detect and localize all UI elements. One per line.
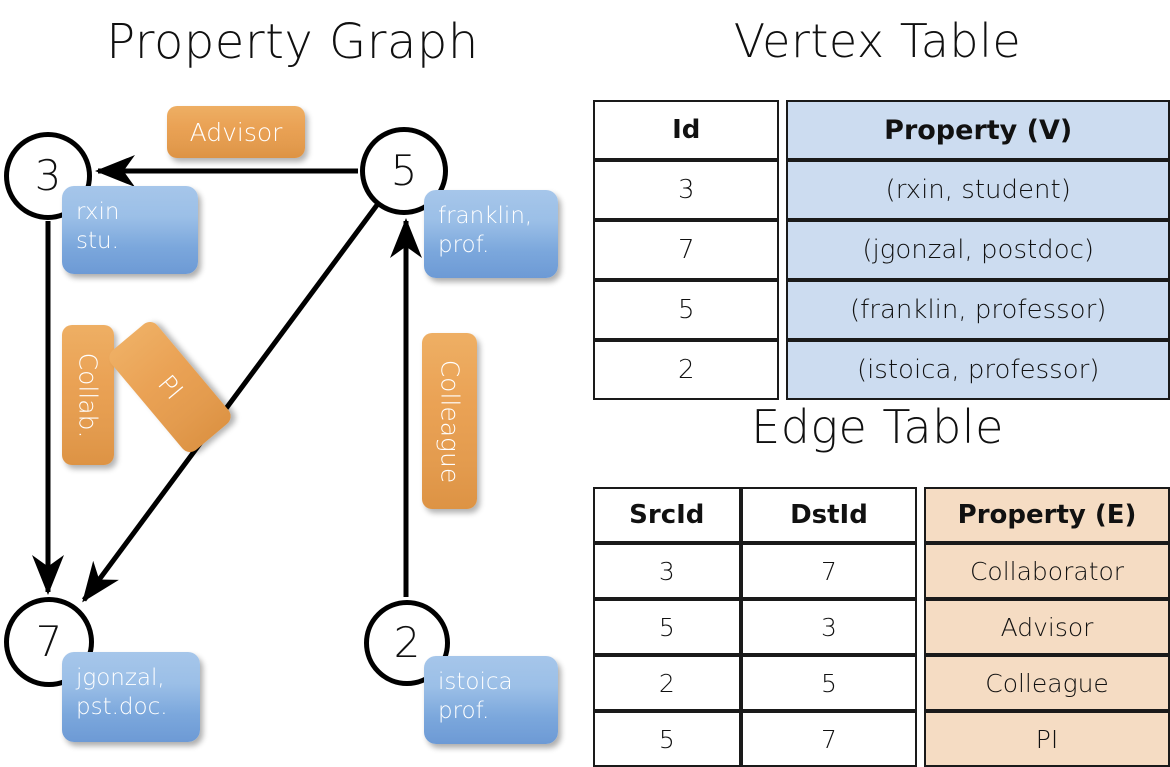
vertex-table-column-gap [779,100,787,160]
edge-label-advisor-text: Advisor [189,117,283,147]
vertex-table-header-id: Id [593,100,780,160]
graph-node-2[interactable]: 2 [364,600,450,686]
vertex-table-header-property: Property (V) [786,100,1170,160]
edge-table-column-gap [917,655,925,711]
edge-label-advisor: Advisor [167,106,305,158]
node-property-box-2: istoica prof. [424,656,558,744]
page-title-property-graph: Property Graph [106,14,479,70]
graph-node-5[interactable]: 5 [360,127,448,215]
edge-cell-property: PI [924,711,1170,767]
vertex-cell-id: 7 [593,220,780,280]
edge-cell-property: Advisor [924,599,1170,655]
edge-label-collab-text: Collab. [73,352,103,438]
vertex-table: Id Property (V) 3 (rxin, student) 7 (jgo… [593,100,1170,400]
edge-table-column-gap [917,543,925,599]
vertex-table-column-gap [779,280,787,340]
table-row[interactable]: 2 (istoica, professor) [593,340,1170,400]
table-row[interactable]: 5 3 Advisor [593,599,1170,655]
vertex-table-column-gap [779,220,787,280]
edge-label-colleague-text: Colleague [435,359,465,483]
vertex-cell-id: 5 [593,280,780,340]
edge-cell-srcid: 5 [593,711,741,767]
vertex-table-column-gap [779,340,787,400]
edge-label-pi-text: PI [151,369,189,405]
vertex-cell-property: (istoica, professor) [786,340,1170,400]
page-title-vertex-table: Vertex Table [733,14,1022,68]
vertex-cell-property: (franklin, professor) [786,280,1170,340]
vertex-cell-property: (jgonzal, postdoc) [786,220,1170,280]
edge-cell-srcid: 3 [593,543,741,599]
table-row[interactable]: 2 5 Colleague [593,655,1170,711]
edge-cell-dstid: 7 [740,543,918,599]
edge-cell-dstid: 5 [740,655,918,711]
edge-label-collab: Collab. [62,325,114,465]
edge-table-column-gap [917,599,925,655]
edge-table-header-row: SrcId DstId Property (E) [593,487,1170,543]
edge-table-column-gap [917,487,925,543]
edge-label-colleague: Colleague [422,333,477,509]
table-row[interactable]: 7 (jgonzal, postdoc) [593,220,1170,280]
edge-cell-dstid: 7 [740,711,918,767]
graph-edges-layer [32,155,422,603]
edge-cell-srcid: 2 [593,655,741,711]
edge-cell-srcid: 5 [593,599,741,655]
edge-cell-property: Collaborator [924,543,1170,599]
table-row[interactable]: 5 (franklin, professor) [593,280,1170,340]
edge-5-to-7-pi [81,203,380,603]
vertex-cell-id: 3 [593,160,780,220]
vertex-cell-id: 2 [593,340,780,400]
edge-cell-property: Colleague [924,655,1170,711]
property-graph-diagram: 3 5 7 2 rxin stu. franklin, prof. jgonza… [0,0,585,760]
edge-table-header-dstid: DstId [740,487,918,543]
edge-table-header-srcid: SrcId [593,487,741,543]
table-row[interactable]: 3 (rxin, student) [593,160,1170,220]
table-row[interactable]: 5 7 PI [593,711,1170,767]
table-row[interactable]: 3 7 Collaborator [593,543,1170,599]
vertex-table-column-gap [779,160,787,220]
node-property-box-3: rxin stu. [62,186,198,274]
edge-cell-dstid: 3 [740,599,918,655]
edge-table-header-property: Property (E) [924,487,1170,543]
vertex-cell-property: (rxin, student) [786,160,1170,220]
node-property-box-5: franklin, prof. [424,190,558,278]
edge-table: SrcId DstId Property (E) 3 7 Collaborato… [593,487,1170,767]
edge-table-column-gap [917,711,925,767]
vertex-table-header-row: Id Property (V) [593,100,1170,160]
node-property-box-7: jgonzal, pst.doc. [62,652,200,742]
page-title-edge-table: Edge Table [751,400,1004,454]
